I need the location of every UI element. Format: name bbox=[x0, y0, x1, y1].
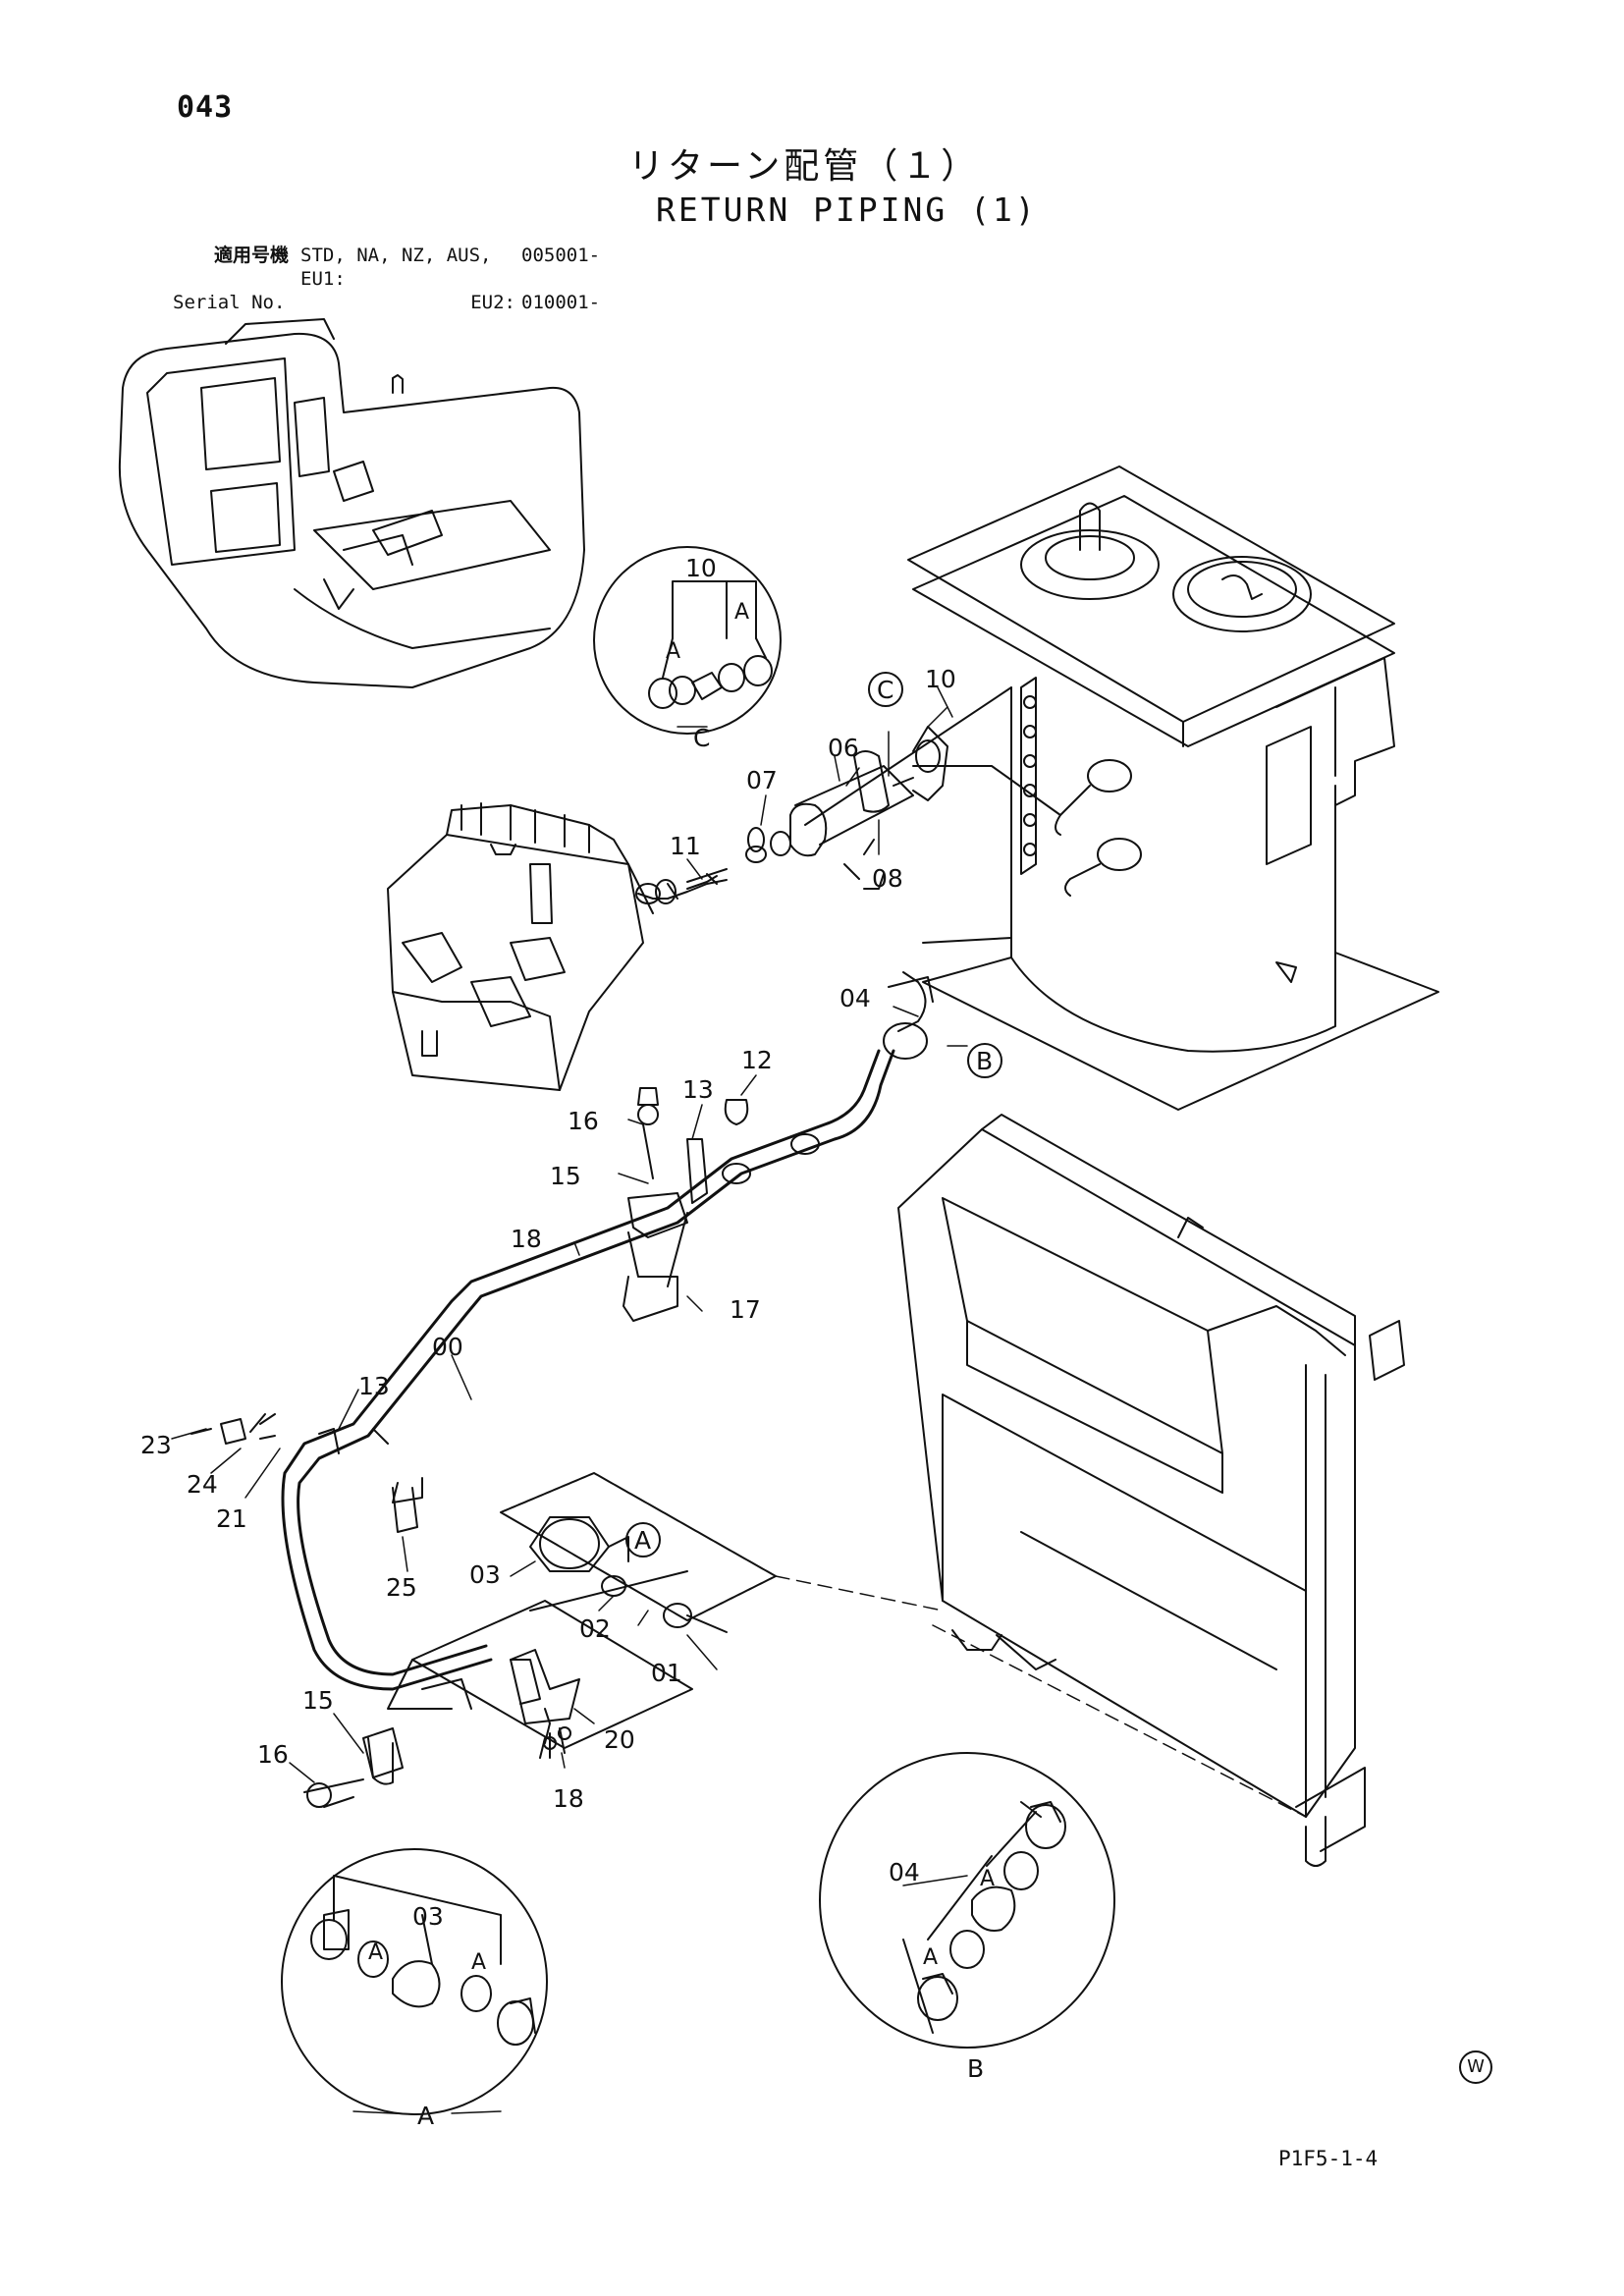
callout-03-detail: 03 bbox=[412, 1902, 444, 1931]
callout-00: 00 bbox=[432, 1333, 463, 1361]
view-b-label: B bbox=[967, 2054, 984, 2083]
serial-models-1: STD, NA, NZ, AUS, EU1: bbox=[300, 245, 492, 290]
callout-04: 04 bbox=[839, 984, 871, 1012]
sub-a-label: A bbox=[666, 639, 680, 664]
callout-03: 03 bbox=[469, 1560, 501, 1589]
callout-04-detail: 04 bbox=[889, 1858, 920, 1886]
callout-16-lower: 16 bbox=[257, 1740, 289, 1769]
ref-a-marker: A bbox=[634, 1526, 651, 1555]
callout-24: 24 bbox=[187, 1470, 218, 1499]
callout-11: 11 bbox=[670, 832, 701, 860]
detail-view-circle-a bbox=[281, 1848, 548, 2115]
detail-view-circle-c bbox=[593, 546, 782, 735]
callout-08: 08 bbox=[872, 864, 903, 893]
serial-row-1: 適用号機 STD, NA, NZ, AUS, EU1: 005001- bbox=[173, 244, 600, 291]
callout-01: 01 bbox=[651, 1659, 682, 1687]
callout-25: 25 bbox=[386, 1573, 417, 1602]
callout-23: 23 bbox=[140, 1431, 172, 1459]
callout-07: 07 bbox=[746, 766, 778, 794]
hydraulic-tank-illustration bbox=[907, 465, 1439, 1111]
callout-20: 20 bbox=[604, 1725, 635, 1754]
serial-models-2: EU2: bbox=[470, 292, 515, 313]
ref-c-marker: C bbox=[877, 676, 893, 704]
callout-06: 06 bbox=[828, 734, 859, 762]
detail-bracket-a-illustration bbox=[500, 1472, 777, 1633]
callout-13-upper: 13 bbox=[682, 1075, 714, 1104]
callout-10-detail: 10 bbox=[685, 554, 717, 582]
radiator-oil-cooler-illustration bbox=[897, 1114, 1405, 1867]
detail-view-circle-b bbox=[819, 1752, 1115, 2049]
sub-a-label-6: A bbox=[923, 1945, 938, 1970]
callout-15-upper: 15 bbox=[550, 1162, 581, 1190]
callout-17: 17 bbox=[730, 1295, 761, 1324]
title-japanese: リターン配管（１） bbox=[628, 146, 981, 187]
excavator-overview-illustration bbox=[118, 318, 585, 688]
callout-13-lower: 13 bbox=[358, 1372, 390, 1400]
sub-a-label-3: A bbox=[368, 1941, 383, 1965]
callout-15-lower: 15 bbox=[302, 1686, 334, 1715]
serial-row-2: Serial No. EU2: 010001- bbox=[173, 291, 600, 314]
callout-10: 10 bbox=[925, 665, 956, 693]
serial-label-japanese: 適用号機 bbox=[213, 245, 289, 266]
page-number: 043 bbox=[177, 90, 234, 125]
bracket-20-illustration bbox=[303, 1600, 693, 1808]
return-pipe-assembly bbox=[190, 686, 1061, 1808]
serial-number-block: 適用号機 STD, NA, NZ, AUS, EU1: 005001- Seri… bbox=[173, 244, 600, 314]
serial-range-1: 005001- bbox=[521, 245, 601, 266]
serial-range-2: 010001- bbox=[521, 292, 601, 313]
sub-a-label-2: A bbox=[734, 600, 749, 625]
sub-a-label-5: A bbox=[980, 1867, 995, 1891]
callout-18-lower: 18 bbox=[553, 1784, 584, 1813]
control-valve-illustration bbox=[387, 802, 654, 1091]
callout-21: 21 bbox=[216, 1504, 247, 1533]
drawing-code: P1F5-1-4 bbox=[1278, 2147, 1379, 2170]
title-english: RETURN PIPING (1) bbox=[656, 191, 1038, 229]
detail-references: C B A C A B A A A A A A bbox=[368, 600, 1002, 2130]
callout-16-upper: 16 bbox=[568, 1107, 599, 1135]
view-c-label: C bbox=[693, 724, 710, 752]
part-callouts: 10 06 07 11 08 04 12 13 16 15 18 17 00 1… bbox=[140, 554, 956, 1931]
leader-lines bbox=[171, 686, 1307, 2115]
callout-18-upper: 18 bbox=[511, 1225, 542, 1253]
ref-b-marker: B bbox=[976, 1047, 993, 1075]
serial-label-english: Serial No. bbox=[173, 292, 286, 313]
w-mark: W bbox=[1459, 2050, 1492, 2084]
view-a-label: A bbox=[417, 2102, 434, 2130]
callout-12: 12 bbox=[741, 1046, 773, 1074]
sub-a-label-4: A bbox=[471, 1950, 486, 1975]
callout-02: 02 bbox=[579, 1614, 611, 1643]
upper-connection-illustration bbox=[635, 750, 914, 904]
